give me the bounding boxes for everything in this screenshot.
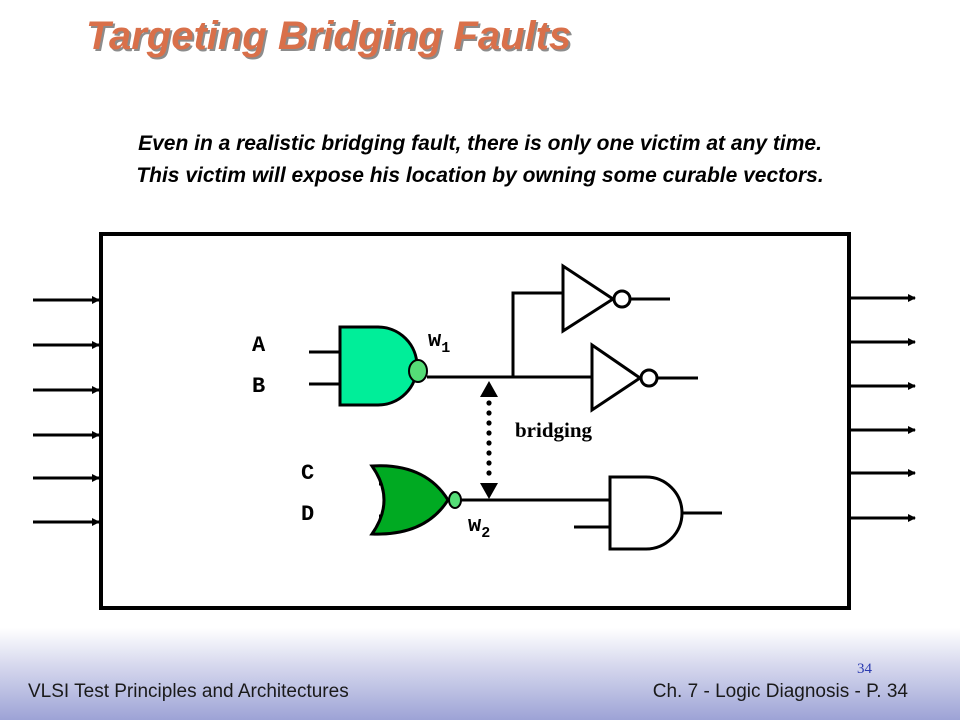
page-number: 34 — [857, 661, 872, 677]
input-arrows — [33, 296, 100, 526]
output-arrows — [851, 294, 916, 522]
nor-output-bubble — [448, 491, 462, 509]
label-c: C — [301, 461, 314, 486]
circuit-box — [99, 232, 851, 610]
label-d: D — [301, 502, 314, 527]
footer-course-title: VLSI Test Principles and Architectures — [28, 681, 349, 702]
footer-band — [0, 628, 960, 720]
subtitle-line-2: This victim will expose his location by … — [136, 164, 824, 187]
label-a: A — [252, 333, 266, 358]
slide-title: Targeting Bridging Faults — [86, 14, 572, 58]
wire-w1 — [427, 291, 592, 379]
subtitle-line-1: Even in a realistic bridging fault, ther… — [138, 132, 822, 155]
nand-gate — [309, 325, 428, 407]
label-bridging: bridging — [515, 418, 593, 442]
label-w2: w2 — [468, 513, 490, 542]
bridging-indicator — [480, 381, 498, 499]
label-w1: w1 — [428, 328, 450, 357]
nor-gate — [369, 464, 462, 536]
and-gate — [574, 475, 722, 551]
inverter-bottom — [590, 342, 698, 413]
footer-chapter-page: Ch. 7 - Logic Diagnosis - P. 34 — [652, 681, 908, 702]
label-b: B — [252, 374, 265, 399]
inverter-top — [561, 263, 670, 334]
nand-output-bubble — [408, 359, 428, 383]
